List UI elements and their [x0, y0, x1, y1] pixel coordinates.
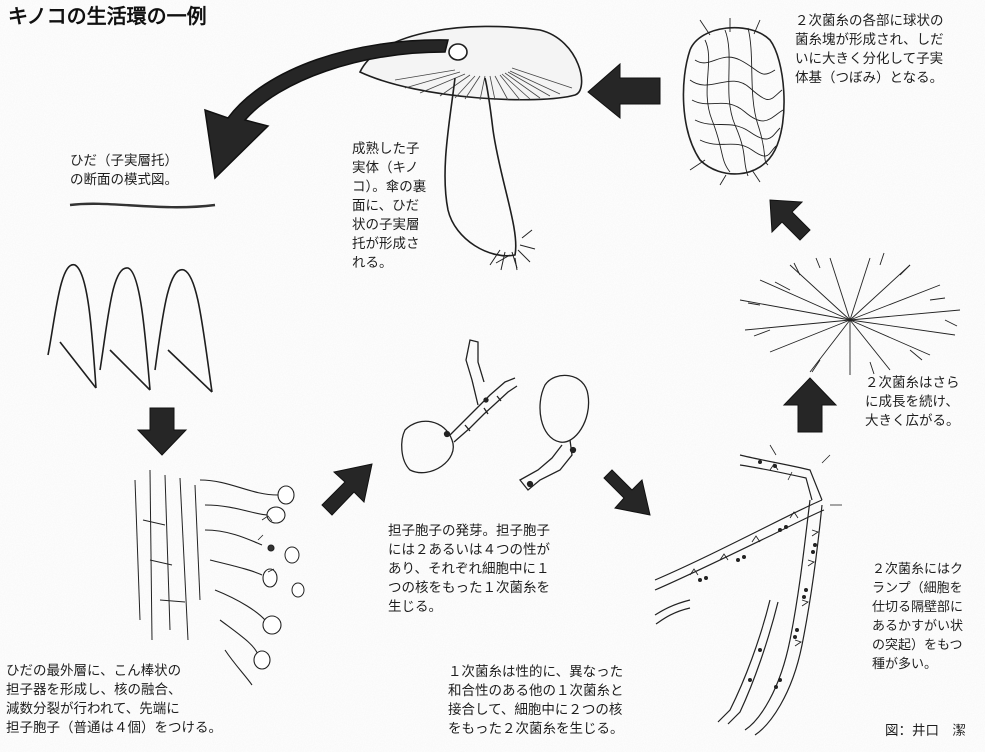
caption-clamp-connections: ２次菌糸にはク ランプ（細胞を 仕切る隔壁部に あるかすがい状 の突起）をもつ …	[872, 560, 982, 674]
caption-secondary-mycelium-knots: ２次菌糸の各部に球状の 菌糸塊が形成され、しだ いに大きく分化して子実 体基（つ…	[795, 12, 980, 88]
caption-secondary-mycelium-growth: ２次菌糸はさら に成長を続け、 大きく広がる。	[865, 374, 980, 431]
caption-mature-fruit-body: 成熟した子 実体（キノ コ）。傘の裏 面に、ひだ 状の子実層 托が形成さ れる。	[352, 140, 447, 273]
caption-spore-germination: 担子胞子の発芽。担子胞子 には２あるいは４つの性が あり、それぞれ細胞中に１ つ…	[388, 522, 593, 617]
caption-gill-section: ひだ（子実層托） の断面の模式図。	[70, 152, 200, 190]
figure-credit: 図：井口 潔	[885, 722, 980, 741]
caption-plasmogamy: １次菌糸は性的に、異なった 和合性のある他の１次菌糸と 接合して、細胞中に２つの…	[448, 663, 663, 739]
caption-basidium-formation: ひだの最外層に、こん棒状の 担子器を形成し、核の融合、 減数分裂が行われて、先端…	[6, 662, 256, 738]
figure-title: キノコの生活環の一例	[8, 4, 207, 28]
